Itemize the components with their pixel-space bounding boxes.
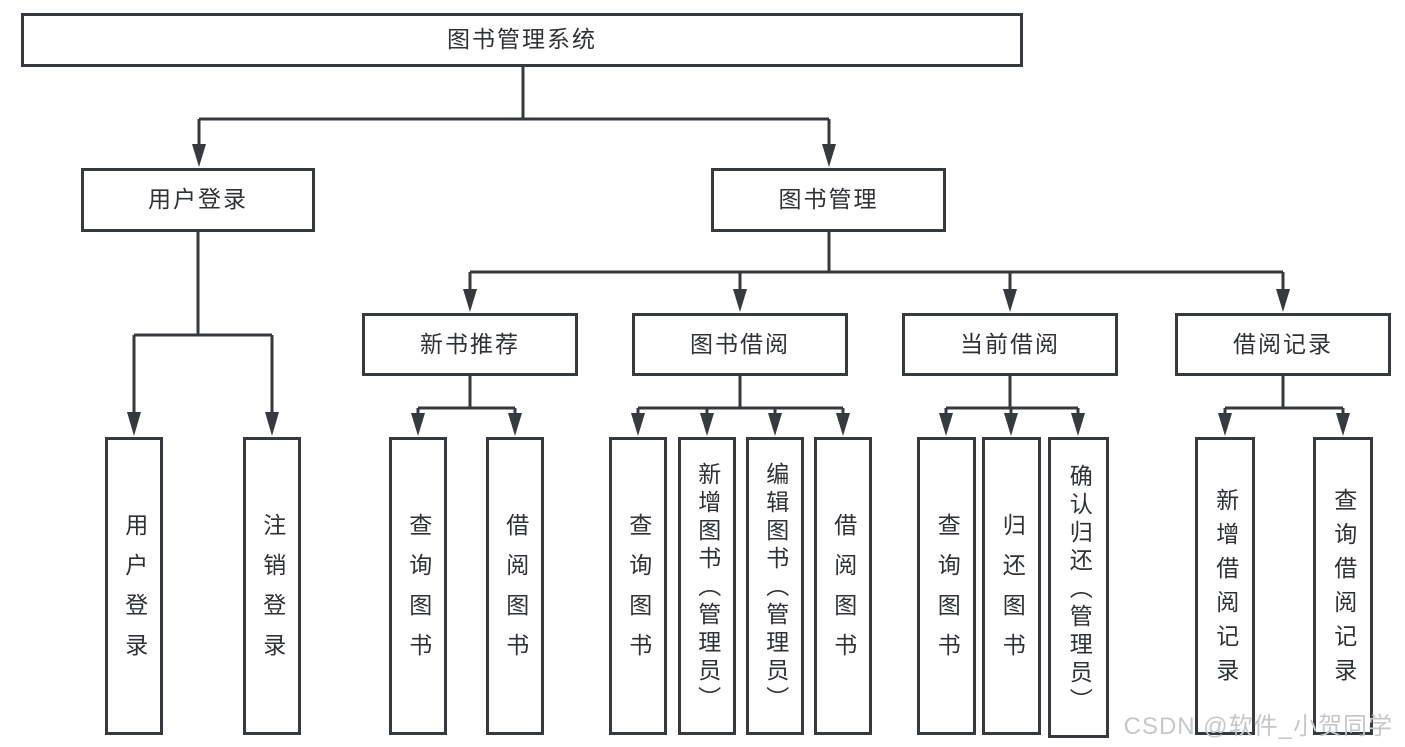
- connector-root-to-level2: [192, 67, 836, 167]
- leaf-query-book-borrow: 查询图书: [609, 437, 667, 735]
- leaf-add-borrow-record: 新增借阅记录: [1195, 437, 1255, 735]
- leaf-add-book-admin: 新增图书（管理员）: [678, 437, 736, 735]
- node-user-login: 用户登录: [81, 168, 315, 232]
- node-book-borrow: 图书借阅: [632, 313, 848, 376]
- leaf-edit-book-admin: 编辑图书（管理员）: [746, 437, 804, 735]
- leaf-borrow-book: 借阅图书: [814, 437, 872, 735]
- node-root-system: 图书管理系统: [21, 13, 1023, 67]
- node-current-borrow: 当前借阅: [902, 313, 1118, 376]
- leaf-query-book-current: 查询图书: [917, 437, 976, 735]
- connector-current-borrow-children: [939, 376, 1085, 436]
- connector-book-borrow-children: [631, 376, 850, 436]
- connector-borrow-records-children: [1218, 376, 1350, 436]
- leaf-logout: 注销登录: [243, 437, 301, 735]
- connector-user-login-children: [127, 232, 279, 436]
- leaf-query-book-recommend: 查询图书: [389, 437, 447, 735]
- watermark-text: CSDN @软件_小贺同学: [1123, 713, 1393, 740]
- leaf-borrow-book-recommend: 借阅图书: [486, 437, 544, 735]
- connector-new-book-recommend-children: [411, 376, 522, 436]
- leaf-query-borrow-record: 查询借阅记录: [1313, 437, 1373, 735]
- node-new-book-recommend: 新书推荐: [362, 313, 578, 376]
- node-borrow-records: 借阅记录: [1175, 313, 1391, 376]
- leaf-user-login: 用户登录: [105, 437, 163, 735]
- leaf-return-book: 归还图书: [982, 437, 1041, 735]
- connector-book-management-children: [463, 232, 1290, 312]
- leaf-confirm-return-admin: 确认归还（管理员）: [1048, 437, 1109, 738]
- node-book-management: 图书管理: [711, 168, 946, 232]
